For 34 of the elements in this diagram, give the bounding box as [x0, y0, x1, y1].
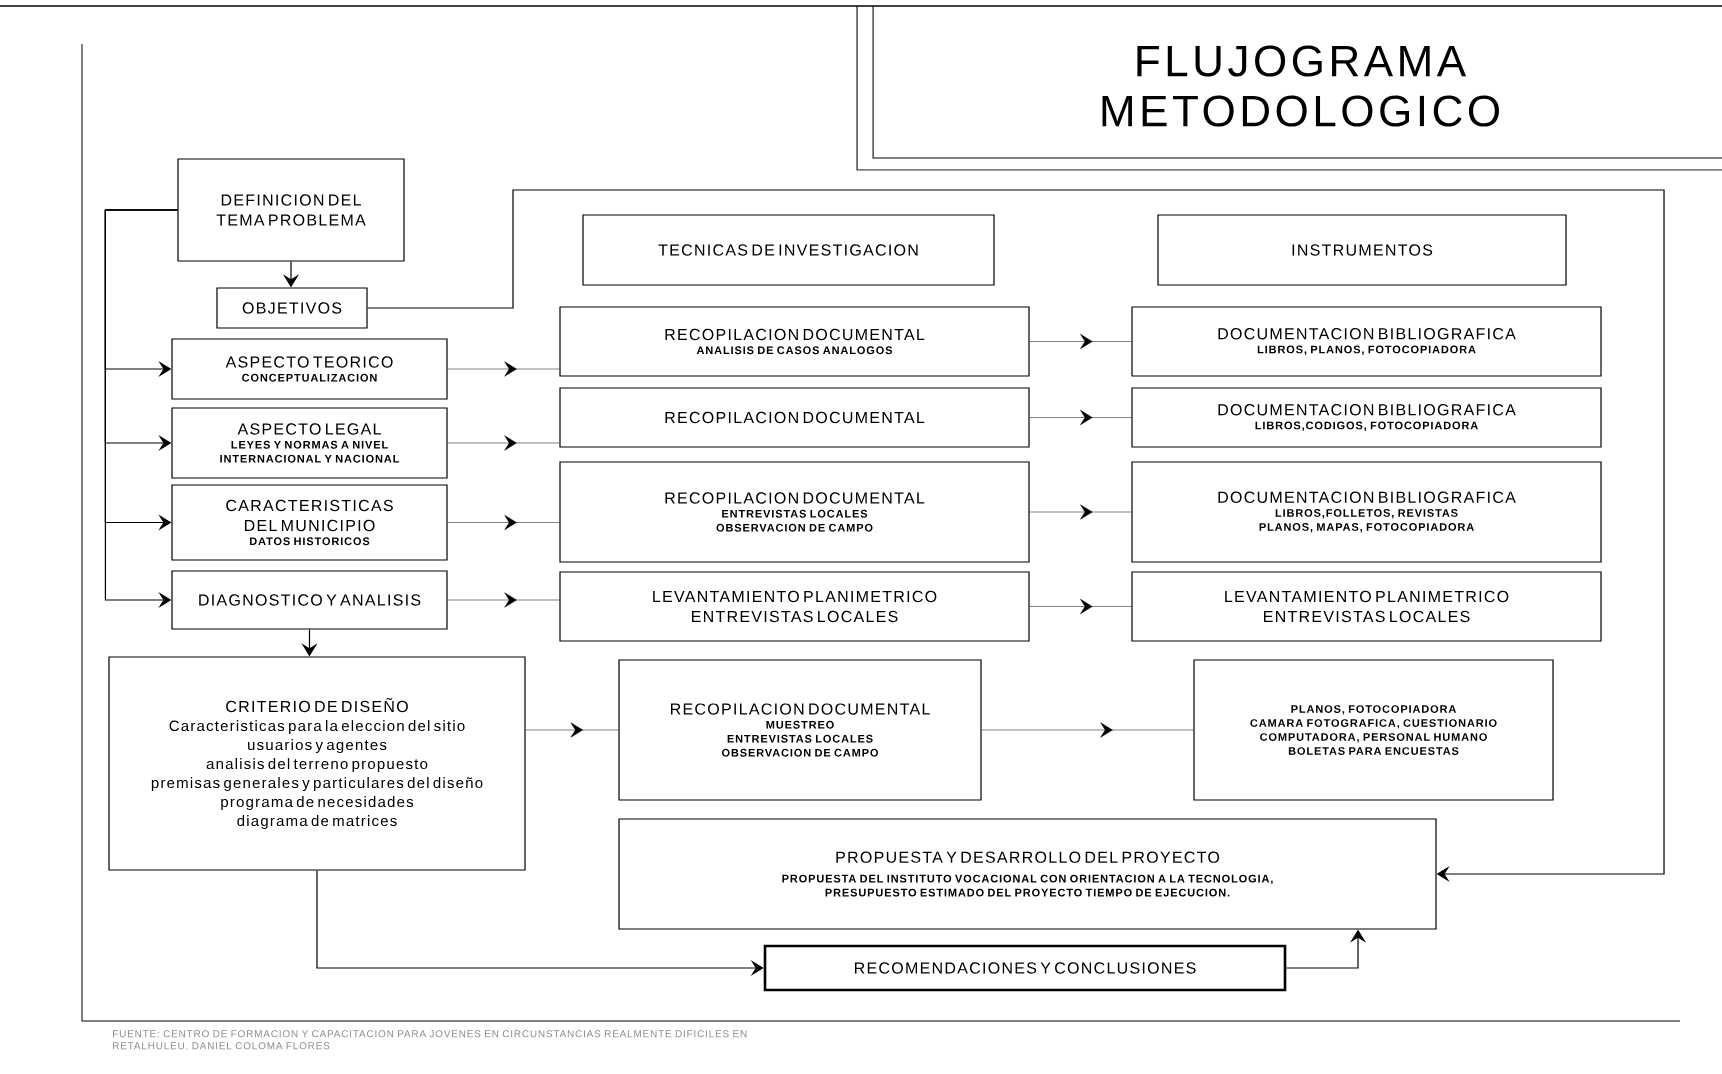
process-box: CARACTERISTICAS DEL MUNICIPIO DATOS HISTORICOS [171, 484, 448, 561]
process-box: DEFINICION DEL TEMA PROBLEMA [177, 158, 405, 262]
arrow [447, 515, 560, 530]
process-box: LEVANTAMIENTO PLANIMETRICO ENTREVISTAS LOCALES [1131, 571, 1602, 642]
title-box: FLUJOGRAMA METODOLOGICO [856, 5, 1722, 171]
arrow [447, 592, 560, 608]
arrow [447, 435, 560, 451]
process-box: RECOPILACION DOCUMENTAL ANALISIS DE CASOS ANALOGOS [559, 306, 1030, 377]
process-box: ASPECTO TEORICO CONCEPTUALIZACION [171, 338, 448, 400]
arrow [1029, 599, 1132, 614]
process-box: PLANOS, FOTOCOPIADORA CAMARA FOTOGRAFICA, CUESTIONARIO COMPUTADORA, PERSONAL HUMANO BOLETAS PARA ENCUESTAS [1193, 659, 1554, 801]
arrow [1029, 334, 1132, 349]
arrow [447, 361, 560, 377]
arrow [367, 189, 1665, 883]
process-box: RECOPILACION DOCUMENTAL MUESTREO ENTREVISTAS LOCALES OBSERVACION DE CAMPO [618, 659, 982, 801]
arrow [1029, 504, 1132, 520]
process-box: LEVANTAMIENTO PLANIMETRICO ENTREVISTAS LOCALES [559, 571, 1030, 642]
process-box: RECOPILACION DOCUMENTAL [559, 387, 1030, 448]
process-box: TECNICAS DE INVESTIGACION [582, 214, 995, 286]
process-box: DOCUMENTACION BIBLIOGRAFICA LIBROS, PLANOS, FOTOCOPIADORA [1131, 306, 1602, 377]
process-box: PROPUESTA Y DESARROLLO DEL PROYECTO PROPUESTA DEL INSTITUTO VOCACIONAL CON ORIENTACION A LA TECNOLOGIA, PRESUPUESTO ESTIMADO DEL PROYECTO TIEMPO DE EJECUCION. [618, 818, 1437, 930]
arrow [981, 722, 1194, 738]
process-box: RECOPILACION DOCUMENTAL ENTREVISTAS LOCALES OBSERVACION DE CAMPO [559, 461, 1030, 563]
process-box: OBJETIVOS [216, 287, 368, 329]
process-box: DOCUMENTACION BIBLIOGRAFICA LIBROS,CODIGOS, FOTOCOPIADORA [1131, 387, 1602, 448]
arrow [1029, 410, 1132, 425]
process-box: DIAGNOSTICO Y ANALISIS [171, 570, 448, 630]
process-box: DOCUMENTACION BIBLIOGRAFICA LIBROS,FOLLETOS, REVISTAS PLANOS, MAPAS, FOTOCOPIADORA [1131, 461, 1602, 563]
process-box: ASPECTO LEGAL LEYES Y NORMAS A NIVEL INTERNACIONAL Y NACIONAL [171, 407, 448, 479]
source-note: FUENTE: CENTRO DE FORMACION Y CAPACITACION PARA JOVENES EN CIRCUNSTANCIAS REALMENTE DIFICILES EN RETALHULEU. DANIEL COLOMA FLORES [113, 1030, 747, 1050]
process-box: INSTRUMENTOS [1157, 214, 1567, 286]
arrow [525, 722, 619, 738]
process-box: CRITERIO DE DISEÑO Caracteristicas para la eleccion del sitio usuarios y agentes analisis del terreno propuesto premisas generales y particulares del diseño programa de necesidades diagrama de matrices [108, 656, 526, 871]
process-box: RECOMENDACIONES Y CONCLUSIONES [763, 944, 1287, 992]
